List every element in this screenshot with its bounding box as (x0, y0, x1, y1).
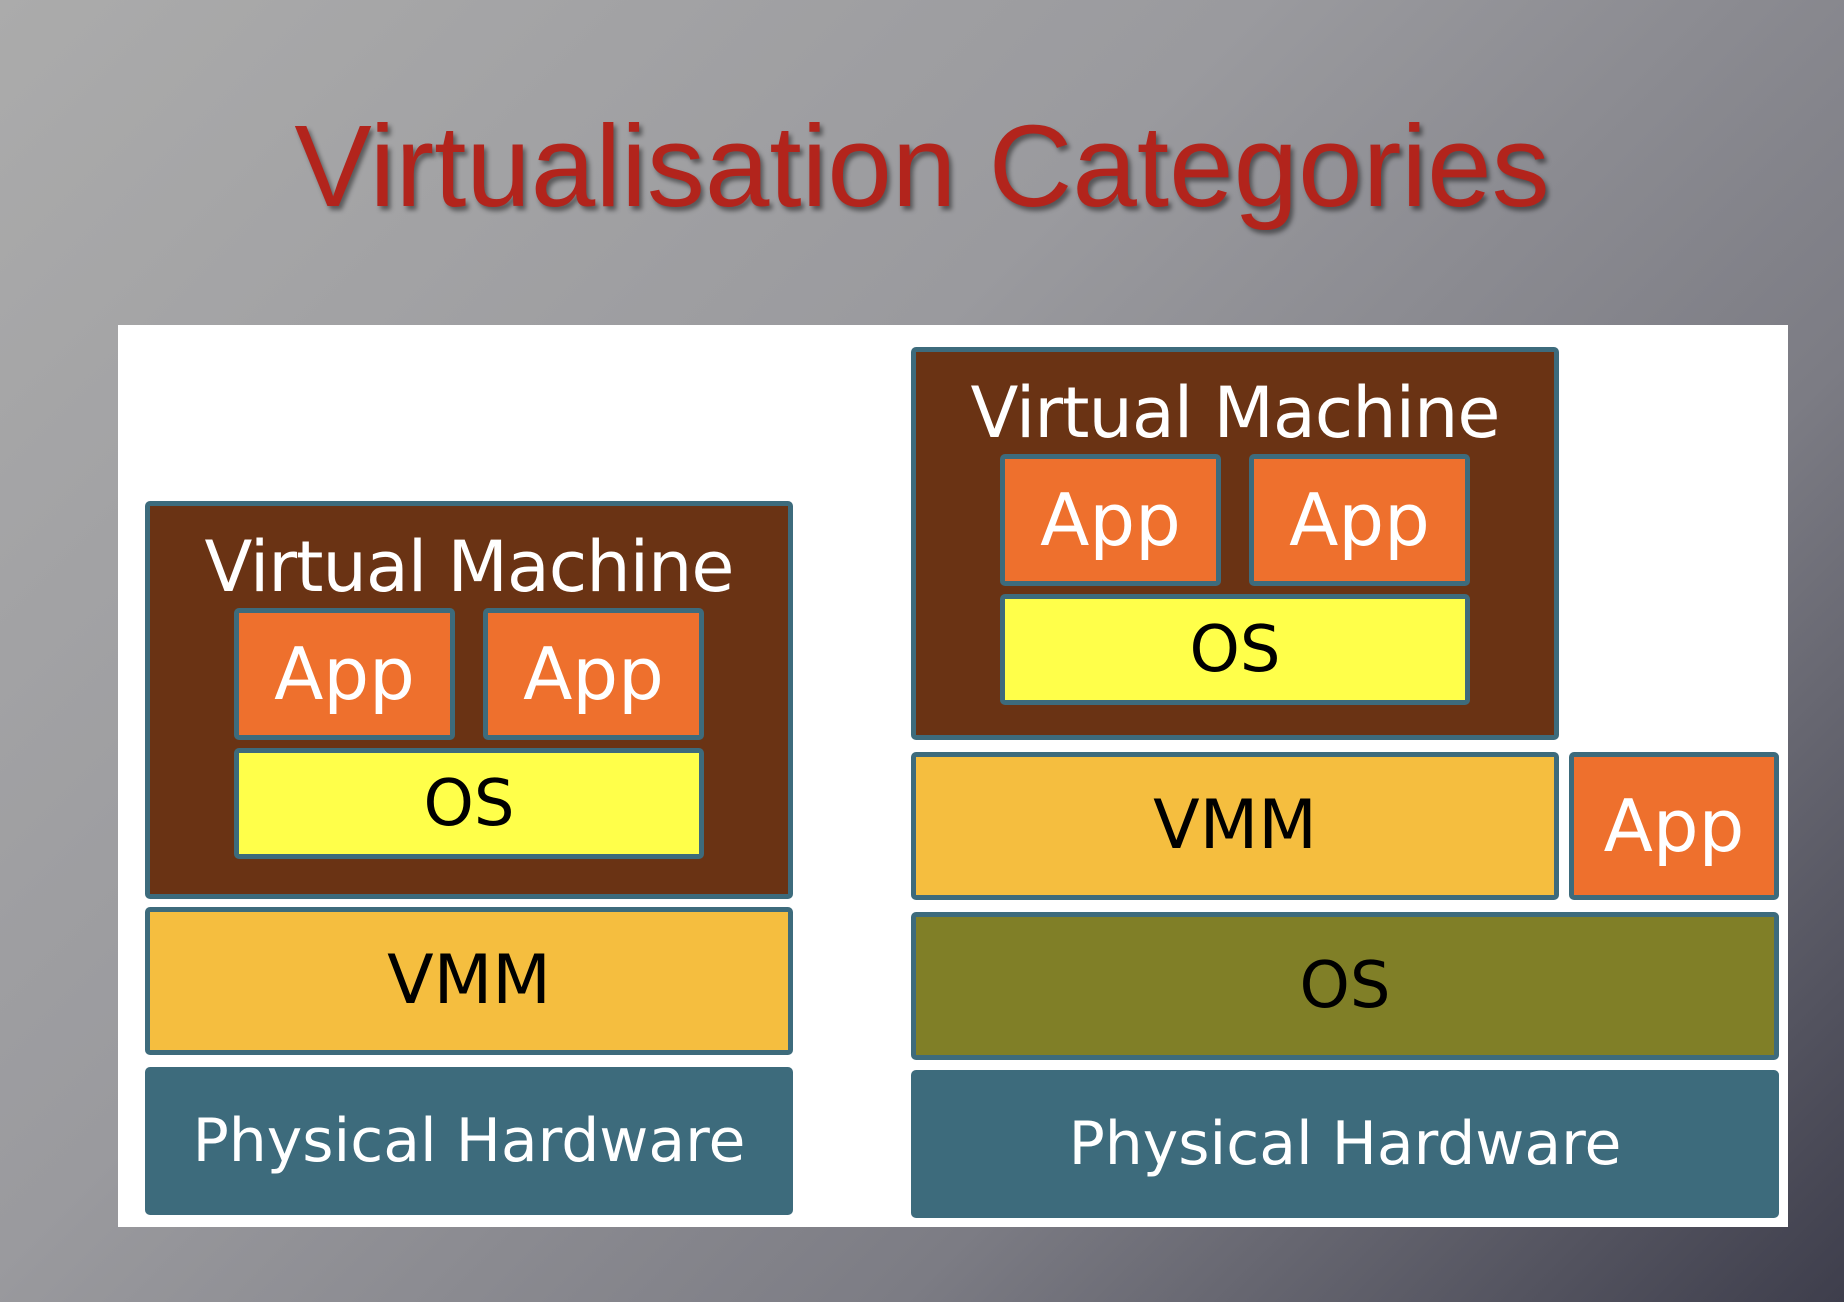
left-vm-label: Virtual Machine (204, 526, 734, 608)
left-vm-app-2: App (483, 608, 704, 740)
left-guest-os: OS (234, 748, 704, 859)
left-vmm: VMM (145, 907, 793, 1055)
right-vmm: VMM (911, 752, 1559, 900)
left-physical-hardware: Physical Hardware (145, 1067, 793, 1215)
right-host-app: App (1569, 752, 1779, 900)
right-physical-hardware: Physical Hardware (911, 1070, 1779, 1218)
left-vm-app-1: App (234, 608, 455, 740)
diagram-panel: Virtual Machine App App OS VMM Physical … (118, 325, 1788, 1227)
right-vm-app-2: App (1249, 454, 1470, 586)
right-host-os: OS (911, 912, 1779, 1060)
right-guest-os: OS (1000, 594, 1470, 705)
right-vm-label: Virtual Machine (970, 372, 1500, 454)
right-vm-app-1: App (1000, 454, 1221, 586)
page-title: Virtualisation Categories (294, 101, 1550, 231)
